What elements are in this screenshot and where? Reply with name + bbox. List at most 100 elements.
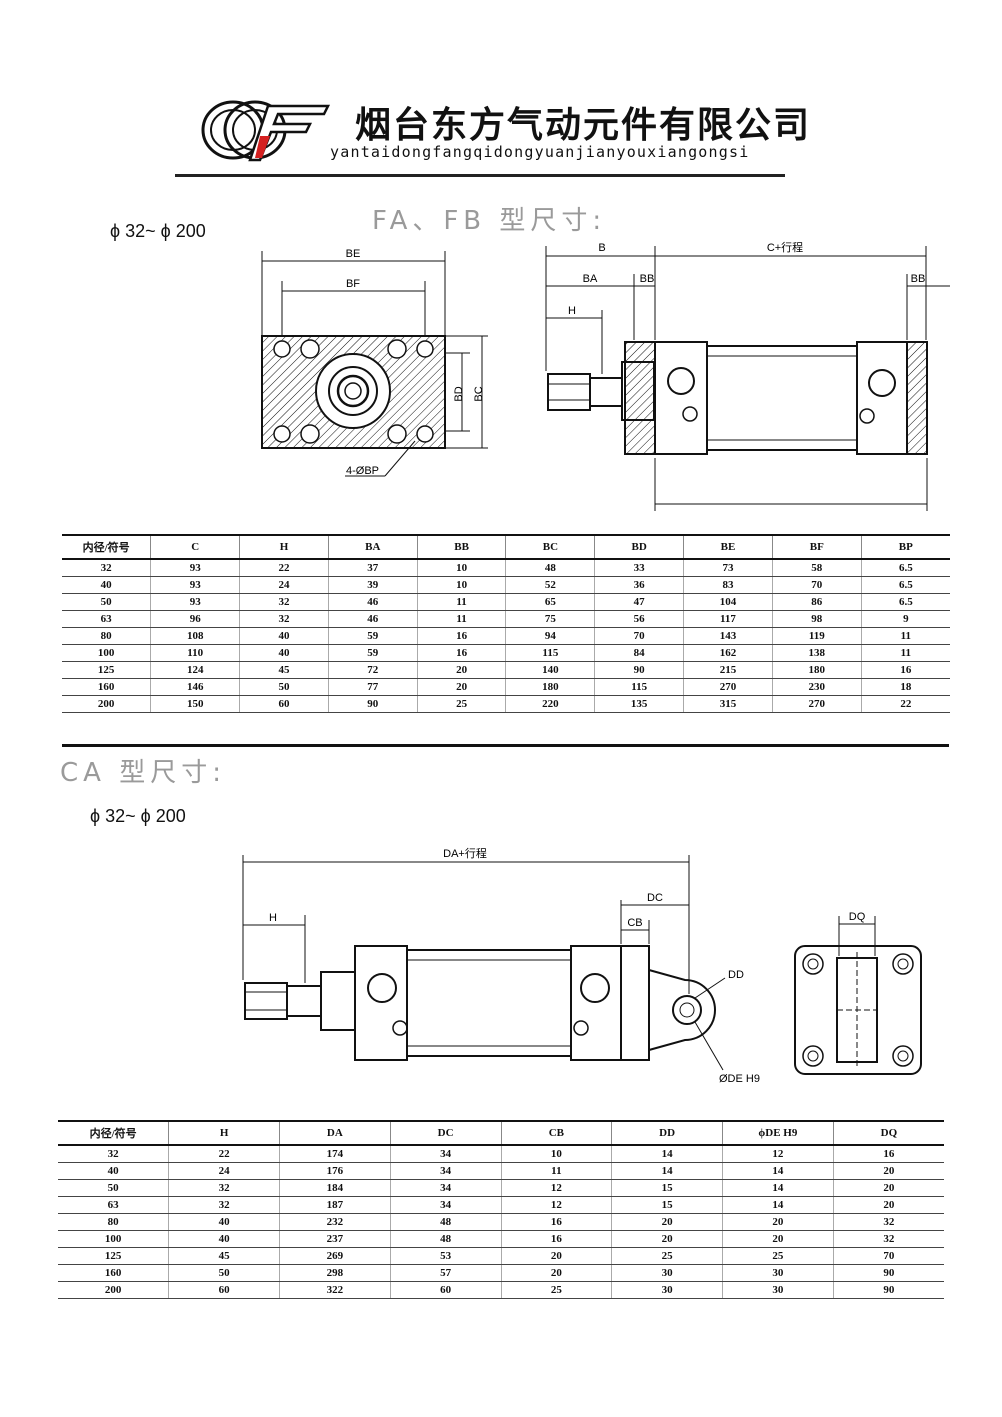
table-cell: 14: [722, 1162, 834, 1180]
table-cell: 22: [860, 695, 950, 713]
table-cell: 50: [168, 1264, 280, 1282]
table-cell: 25: [500, 1281, 612, 1299]
table-cell: 70: [832, 1247, 944, 1265]
table-cell: 47: [594, 593, 684, 611]
bore-cell: 63: [62, 610, 151, 628]
table-cell: 32: [832, 1230, 944, 1248]
table-cell: 59: [327, 644, 418, 662]
column-header: BB: [416, 535, 506, 560]
table-cell: 14: [722, 1179, 834, 1197]
column-header: BC: [505, 535, 595, 560]
table-cell: 12: [500, 1179, 612, 1197]
table-cell: 20: [832, 1196, 944, 1214]
table-cell: 20: [500, 1247, 612, 1265]
table-cell: 46: [327, 610, 418, 628]
table-cell: 20: [611, 1213, 723, 1231]
table-cell: 18: [860, 678, 950, 696]
table-cell: 30: [722, 1264, 834, 1282]
table-cell: 187: [279, 1196, 391, 1214]
table-cell: 11: [860, 627, 950, 645]
table-cell: 14: [611, 1162, 723, 1180]
dim-dd-label: DD: [728, 969, 744, 981]
table-cell: 46: [327, 593, 418, 611]
bore-cell: 125: [58, 1247, 169, 1265]
dim-bf-label: BF: [346, 278, 360, 290]
table-cell: 32: [239, 593, 329, 611]
table-cell: 11: [500, 1162, 612, 1180]
table-cell: 96: [150, 610, 240, 628]
table-cell: 15: [611, 1179, 723, 1197]
table-cell: 115: [505, 644, 595, 662]
table-cell: 140: [505, 661, 595, 679]
table-cell: 14: [611, 1145, 723, 1163]
table-cell: 176: [279, 1162, 391, 1180]
table-cell: 30: [611, 1281, 723, 1299]
dim-bc-label: BC: [473, 386, 485, 401]
table-cell: 110: [150, 644, 240, 662]
table-cell: 11: [416, 610, 506, 628]
table-cell: 138: [771, 644, 862, 662]
table-cell: 90: [327, 695, 418, 713]
dim-h-label: H: [269, 912, 277, 924]
table-cell: 93: [150, 559, 240, 577]
bore-cell: 80: [62, 627, 151, 645]
table-cell: 25: [611, 1247, 723, 1265]
dim-ba-label: BA: [583, 273, 598, 285]
table-cell: 90: [832, 1281, 944, 1299]
table-cell: 20: [500, 1264, 612, 1282]
fa-fb-section-title: FA、FB 型尺寸:: [372, 206, 607, 236]
column-header: ϕDE H9: [722, 1121, 834, 1146]
bore-cell: 200: [62, 695, 151, 713]
table-cell: 12: [722, 1145, 834, 1163]
table-cell: 93: [150, 576, 240, 594]
dim-da-stroke-label: DA+行程: [443, 847, 487, 860]
table-cell: 298: [279, 1264, 391, 1282]
table-cell: 20: [722, 1230, 834, 1248]
company-name-cn: 烟台东方气动元件有限公司: [355, 105, 812, 146]
table-cell: 25: [722, 1247, 834, 1265]
table-cell: 12: [500, 1196, 612, 1214]
table-cell: 52: [505, 576, 595, 594]
table-cell: 135: [594, 695, 684, 713]
table-cell: 48: [505, 559, 595, 577]
bore-cell: 50: [62, 593, 151, 611]
table-cell: 270: [683, 678, 773, 696]
table-cell: 40: [168, 1213, 280, 1231]
table-cell: 16: [860, 661, 950, 679]
column-header: 内径/符号: [62, 535, 151, 560]
table-cell: 162: [683, 644, 773, 662]
table-cell: 70: [771, 576, 862, 594]
cylinder-side-view: [547, 341, 928, 455]
column-header: BA: [327, 535, 418, 560]
table-cell: 115: [594, 678, 684, 696]
table-cell: 16: [416, 644, 506, 662]
table-cell: 32: [168, 1196, 280, 1214]
bore-cell: 40: [58, 1162, 169, 1180]
table-cell: 11: [860, 644, 950, 662]
table-cell: 34: [389, 1196, 501, 1214]
table-cell: 30: [722, 1281, 834, 1299]
table-cell: 90: [832, 1264, 944, 1282]
section-divider: [62, 744, 949, 747]
bore-cell: 40: [62, 576, 151, 594]
table-cell: 94: [505, 627, 595, 645]
table-cell: 57: [389, 1264, 501, 1282]
table-cell: 34: [389, 1179, 501, 1197]
table-cell: 65: [505, 593, 595, 611]
table-cell: 40: [239, 644, 329, 662]
table-cell: 20: [832, 1162, 944, 1180]
table-cell: 53: [389, 1247, 501, 1265]
table-cell: 150: [150, 695, 240, 713]
dim-c-stroke-label: C+行程: [767, 241, 803, 254]
table-cell: 232: [279, 1213, 391, 1231]
table-cell: 22: [239, 559, 329, 577]
table-cell: 34: [389, 1145, 501, 1163]
